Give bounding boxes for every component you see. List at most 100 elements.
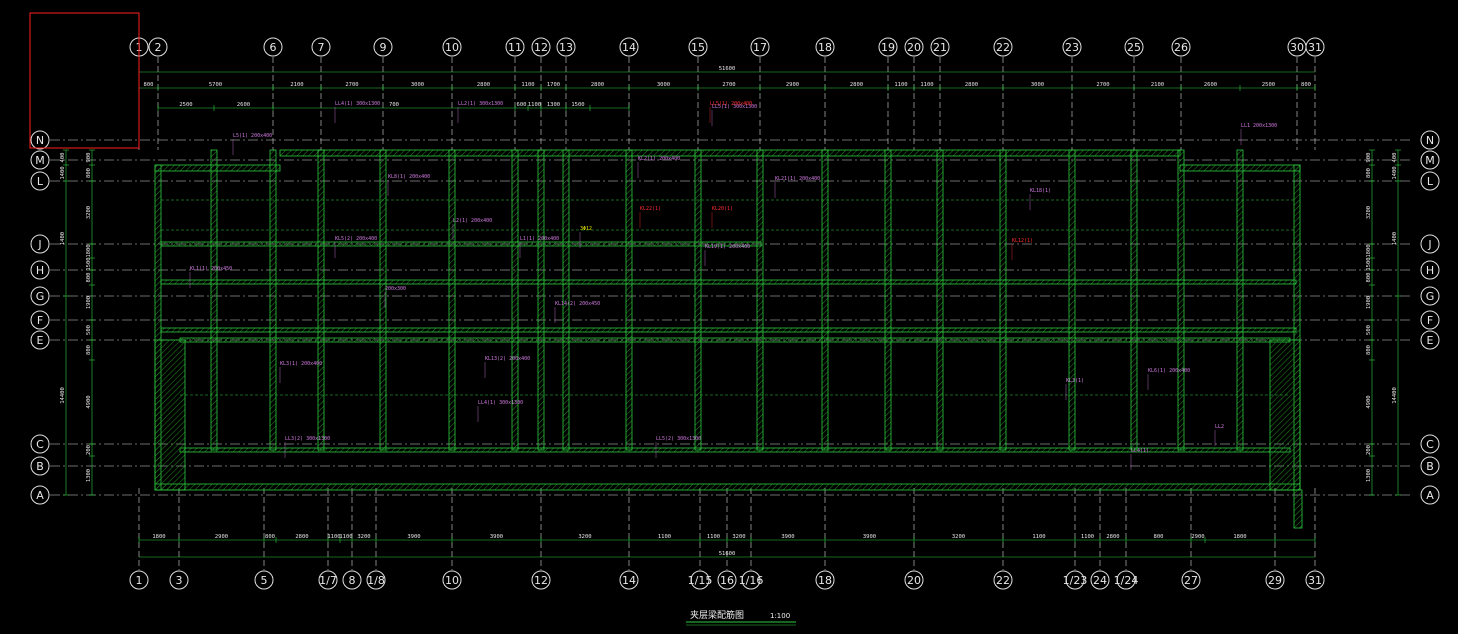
axis-top-6: 6: [263, 37, 283, 57]
wall-interior-v-9: [694, 149, 702, 451]
drawing-scale: 1:100: [770, 612, 790, 620]
axis-right-F: F: [1420, 310, 1440, 330]
wall-right-tail: [1293, 489, 1303, 529]
axis-bottom-29: 29: [1265, 570, 1285, 590]
axis-bottom-8: 8: [342, 570, 362, 590]
dim-top-inner-text-2: 700: [389, 102, 399, 108]
beam-label-10: LL1 200x1300: [1241, 123, 1277, 129]
axis-top-21-circle: [930, 37, 950, 57]
dim-top-text-11: 2900: [786, 82, 799, 88]
wall-top-main: [279, 149, 1181, 157]
axis-right-J-label: J: [1427, 238, 1431, 251]
wall-interior-h-3: [179, 337, 1291, 343]
axis-bottom-1-8-circle: [366, 570, 386, 590]
axis-top-25-label: 25: [1127, 41, 1141, 54]
axis-top-19: 19: [878, 37, 898, 57]
dim-left-text-5: 800: [86, 273, 92, 283]
dim-total-top-text: 51600: [719, 66, 736, 72]
dim-right-text-4: 1500: [1366, 257, 1372, 270]
dim-bottom-text-10: 1100: [658, 534, 671, 540]
dim-top-inner-text-5: 1300: [547, 102, 560, 108]
wall-interior-h-0: [160, 241, 762, 247]
wall-interior-v-13: [936, 149, 944, 451]
axis-bottom-24-circle: [1090, 570, 1110, 590]
axis-bottom-1-16-circle: [741, 570, 761, 590]
wall-interior-v-16: [1130, 149, 1138, 451]
dim-bottom-text-8: 3900: [490, 534, 503, 540]
axis-right-N: N: [1420, 130, 1440, 150]
dim-top-text-2: 2100: [290, 82, 303, 88]
wall-interior-h-1: [160, 279, 1297, 285]
axis-bottom-1-15: 1/15: [688, 570, 712, 590]
axis-left-F-circle: [30, 310, 50, 330]
wall-lower-right-block: [1269, 339, 1301, 491]
axis-bottom-1-24-circle: [1116, 570, 1136, 590]
dim-bottom-text-9: 3200: [578, 534, 591, 540]
axis-right-L: L: [1420, 171, 1440, 191]
axis-top-30: 30: [1287, 37, 1307, 57]
dim-top-inner-text-3: 600: [517, 102, 527, 108]
dim-right-text-8: 800: [1366, 345, 1372, 355]
axis-bottom-31: 31: [1305, 570, 1325, 590]
axis-bottom-1-circle: [129, 570, 149, 590]
beam-label-7: L1(1) 200x400: [520, 236, 559, 242]
dim-bottom-text-2: 800: [265, 534, 275, 540]
dim-right-outer-text-2: 1400: [1392, 232, 1398, 245]
axis-right-M-circle: [1420, 150, 1440, 170]
wall-interior-v-6: [537, 149, 545, 451]
dim-right-text-10: 200: [1366, 445, 1372, 455]
wall-interior-v-18: [1236, 149, 1244, 451]
axis-left-M-circle: [30, 150, 50, 170]
beam-label-5: L2(1) 200x400: [453, 218, 492, 224]
dim-bottom-text-13: 3900: [781, 534, 794, 540]
dim-top-inner-text-1: 2600: [237, 102, 250, 108]
axis-bottom-1-8-label: 1/8: [367, 574, 385, 587]
beam-label-8: KL21(1) 200x400: [775, 176, 820, 182]
dim-top-text-21: 800: [1301, 82, 1311, 88]
dim-right-text-9: 4900: [1366, 395, 1372, 408]
axis-bottom-27-circle: [1181, 570, 1201, 590]
dim-top-text-5: 2800: [477, 82, 490, 88]
dim-top-text-16: 3000: [1031, 82, 1044, 88]
axis-right-B: B: [1420, 456, 1440, 476]
dim-top-inner-text-4: 1100: [528, 102, 541, 108]
dim-left-outer-text-0: 400: [60, 153, 66, 163]
axis-top-26-label: 26: [1174, 41, 1188, 54]
axis-bottom-27-label: 27: [1184, 574, 1198, 587]
axis-top-2-label: 2: [155, 41, 162, 54]
dim-top-text-9: 3000: [657, 82, 670, 88]
axis-left-M-label: M: [35, 154, 45, 167]
dim-bottom-text-6: 3200: [357, 534, 370, 540]
dim-left-outer-text-3: 14400: [60, 387, 66, 404]
axis-top-9-circle: [373, 37, 393, 57]
dim-bottom-text-18: 2800: [1106, 534, 1119, 540]
dim-right-text-7: 500: [1366, 325, 1372, 335]
axis-right-J: J: [1420, 234, 1440, 254]
dim-bottom-text-12: 3200: [732, 534, 745, 540]
axis-bottom-5-label: 5: [261, 574, 268, 587]
axis-bottom-14-circle: [619, 570, 639, 590]
axis-left-L-label: L: [37, 175, 44, 188]
wall-interior-v-17: [1177, 149, 1185, 451]
axis-right-E: E: [1420, 330, 1440, 350]
axis-bottom-1-23-circle: [1065, 570, 1085, 590]
axis-bottom-1-24: 1/24: [1114, 570, 1138, 590]
dim-left-text-6: 1900: [86, 296, 92, 309]
beam-label-18: LL4(1): [1131, 448, 1149, 454]
dim-top-text-8: 2800: [591, 82, 604, 88]
drawing-title: 夹层梁配筋图: [690, 609, 744, 621]
dim-bottom-text-7: 3900: [407, 534, 420, 540]
dim-right-text-3: 1800: [1366, 244, 1372, 257]
dim-bottom-text-16: 1100: [1032, 534, 1045, 540]
axis-bottom-12-label: 12: [534, 574, 548, 587]
beam-label-1: LL2(1) 300x1300: [458, 101, 503, 107]
axis-top-10-label: 10: [445, 41, 459, 54]
beam-label-3: L5(1) 200x400: [233, 133, 272, 139]
axis-left-H: H: [30, 260, 50, 280]
highlight-selection-box[interactable]: [29, 12, 140, 149]
dim-top-text-7: 1700: [547, 82, 560, 88]
wall-interior-h-2: [160, 327, 1297, 333]
axis-top-20-circle: [904, 37, 924, 57]
axis-top-15-circle: [688, 37, 708, 57]
